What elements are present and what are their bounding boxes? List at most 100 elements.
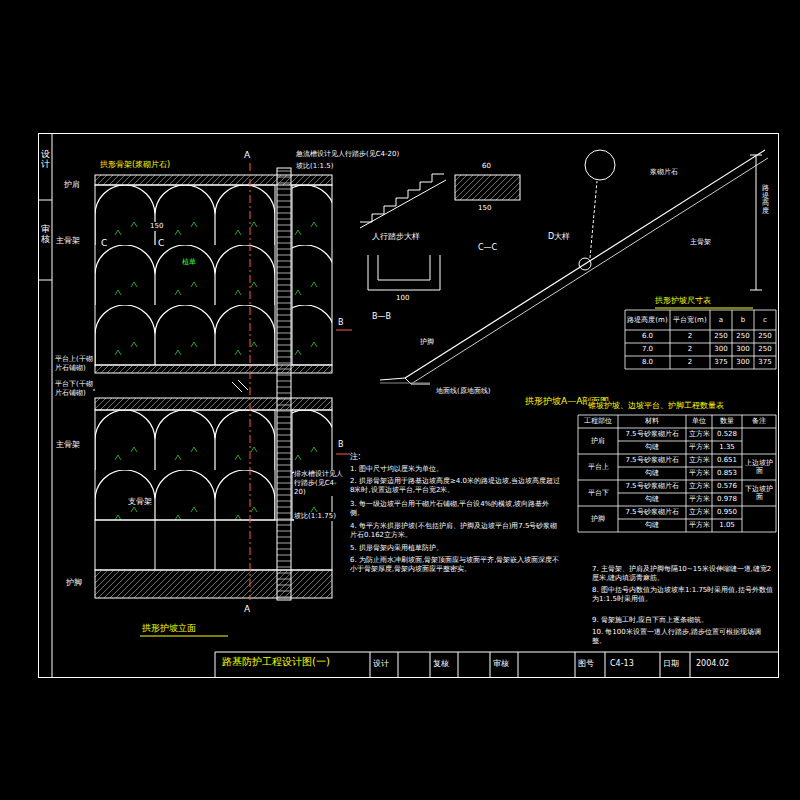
table-cell: 下边坡护面 (742, 480, 776, 506)
table-cell: 0.978 (712, 493, 742, 506)
table-cell: 平台下 (578, 480, 618, 506)
annotation-label: B (338, 318, 344, 328)
table-cell: 平方米 (686, 467, 712, 480)
table-cell: 250 (754, 330, 776, 343)
annotation-label: 审核 (493, 659, 509, 669)
table-cell: 2 (670, 356, 710, 369)
annotation-label: 150 (478, 204, 491, 213)
table-cell: 300 (732, 356, 754, 369)
annotation-label: 支骨架 (128, 497, 152, 507)
table-cell: 工程部位 (578, 415, 618, 428)
table-cell: 7.0 (625, 343, 670, 356)
table-cell: 平方米 (686, 493, 712, 506)
annotation-label: 2004.02 (696, 659, 729, 669)
table-cell: 0.853 (712, 467, 742, 480)
annotation-label: D大样 (548, 232, 570, 242)
table-cell: 护肩 (578, 428, 618, 454)
table-cell: 2 (670, 330, 710, 343)
table-cell: c (754, 310, 776, 330)
annotation-label: 主骨架 (56, 440, 80, 450)
annotation-label: 8. 图中括号内数值为边坡坡率1:1.75时采用值,括号外数值为1:1.5时采用… (592, 586, 774, 604)
table-cell: b (732, 310, 754, 330)
table-cell: 8.0 (625, 356, 670, 369)
table-cell: 300 (710, 343, 732, 356)
table-cell: 7.5号砂浆砌片石 (618, 506, 686, 519)
annotation-label: 4. 每平方米拱形护坡(不包括护肩、护脚及边坡平台)用7.5号砂浆砌片石0.16… (350, 522, 562, 540)
table-cell: 立方米 (686, 454, 712, 467)
table-cell: 7.5号砂浆砌片石 (618, 454, 686, 467)
annotation-label: 3. 每一级边坡平台用干砌片石铺砌,平台设4%的横坡,坡向路基外侧。 (350, 500, 562, 518)
table-cell: 0.950 (712, 506, 742, 519)
vertical-label: 审核 (41, 225, 50, 245)
table-cell: 375 (710, 356, 732, 369)
table-cell: 护脚 (578, 506, 618, 532)
annotation-label: 平台上(干砌片石铺砌) (55, 355, 93, 373)
annotation-label: B—B (372, 312, 391, 322)
annotation-label: 急流槽设计见人行踏步(见C4-20) (296, 150, 399, 159)
table-cell: 300 (732, 343, 754, 356)
annotation-label: 锥坡护坡、边坡平台、护脚工程数量表 (588, 401, 724, 411)
table-cell: 路堤高度(m) (625, 310, 670, 330)
vertical-label: 设计 (41, 150, 50, 170)
annotation-label: 6. 为防止雨水冲刷坡面,骨架顶面应与坡面平齐,骨架嵌入坡面深度不小于骨架厚度,… (350, 556, 562, 574)
table-cell: 250 (710, 330, 732, 343)
annotation-label: 平台下(干砌片石铺砌) (55, 380, 93, 398)
annotation-label: 坡比(1:1.75) (294, 512, 346, 521)
table-cell: 7.5号砂浆砌片石 (618, 480, 686, 493)
table-cell: a (710, 310, 732, 330)
table-cell: 1.35 (712, 441, 742, 454)
annotation-label: 7. 主骨架、护肩及护脚每隔10~15米设伸缩缝一道,缝宽2厘米,缝内填沥青麻筋… (592, 565, 774, 583)
annotation-label: 地面线(原地面线) (436, 387, 490, 396)
annotation-label: 植草 (182, 258, 196, 267)
table-cell: 平方米 (686, 519, 712, 532)
annotation-label: 主骨架 (56, 236, 80, 246)
table-cell: 单位 (686, 415, 712, 428)
table-cell: 250 (754, 343, 776, 356)
annotation-label: C (101, 238, 107, 249)
annotation-label: 护脚 (66, 578, 82, 588)
annotation-label: A (244, 604, 250, 615)
table-cell: 数量 (712, 415, 742, 428)
table-cell: 0.576 (712, 480, 742, 493)
table-cell: 1.05 (712, 519, 742, 532)
annotation-label: 图号 (578, 659, 594, 669)
table-cell: 材料 (618, 415, 686, 428)
annotation-label: B (338, 440, 344, 450)
annotation-label: 拱形护坡尺寸表 (655, 296, 711, 306)
annotation-label: C (158, 238, 164, 249)
table-cell: 立方米 (686, 480, 712, 493)
table-cell: 平方米 (686, 441, 712, 454)
annotation-label: 日期 (663, 659, 679, 669)
table-cell: 250 (732, 330, 754, 343)
table-cell: 0.528 (712, 428, 742, 441)
annotation-label: 人行踏步大样 (372, 232, 420, 242)
annotation-label: 护肩 (64, 180, 80, 190)
annotation-label: 注: (350, 452, 361, 462)
annotation-label: C—C (478, 243, 497, 253)
table-cell: 上边坡护面 (742, 454, 776, 480)
annotation-label: 9. 骨架施工时,应自下而上逐条砌筑。 (592, 616, 774, 625)
table-cell: 2 (670, 343, 710, 356)
table-cell: 立方米 (686, 506, 712, 519)
table-cell: 勾缝 (618, 519, 686, 532)
annotation-label: 护脚 (420, 338, 434, 347)
table-cell: 6.0 (625, 330, 670, 343)
annotation-label: 拱形骨架(浆砌片石) (100, 160, 170, 170)
table-cell: 0.651 (712, 454, 742, 467)
annotation-label: 60 (482, 162, 491, 171)
annotation-label: C4-13 (610, 659, 634, 669)
annotation-label: 坡比(1:1.5) (296, 162, 333, 171)
table-cell: 勾缝 (618, 467, 686, 480)
table-cell: 平台上 (578, 454, 618, 480)
annotation-label: 排水槽设计见人行踏步(见C4-20) (294, 470, 346, 496)
annotation-label: 10. 每100米设置一道人行踏步,踏步位置可根据现场调整。 (592, 628, 774, 646)
annotation-label: 设计 (373, 659, 389, 669)
annotation-label: 浆砌片石 (650, 168, 678, 177)
table-cell: 375 (754, 356, 776, 369)
table-cell: 平台宽(m) (670, 310, 710, 330)
table-cell: 备注 (742, 415, 776, 428)
table-cell: 立方米 (686, 428, 712, 441)
annotation-label: 主骨架 (690, 238, 711, 247)
